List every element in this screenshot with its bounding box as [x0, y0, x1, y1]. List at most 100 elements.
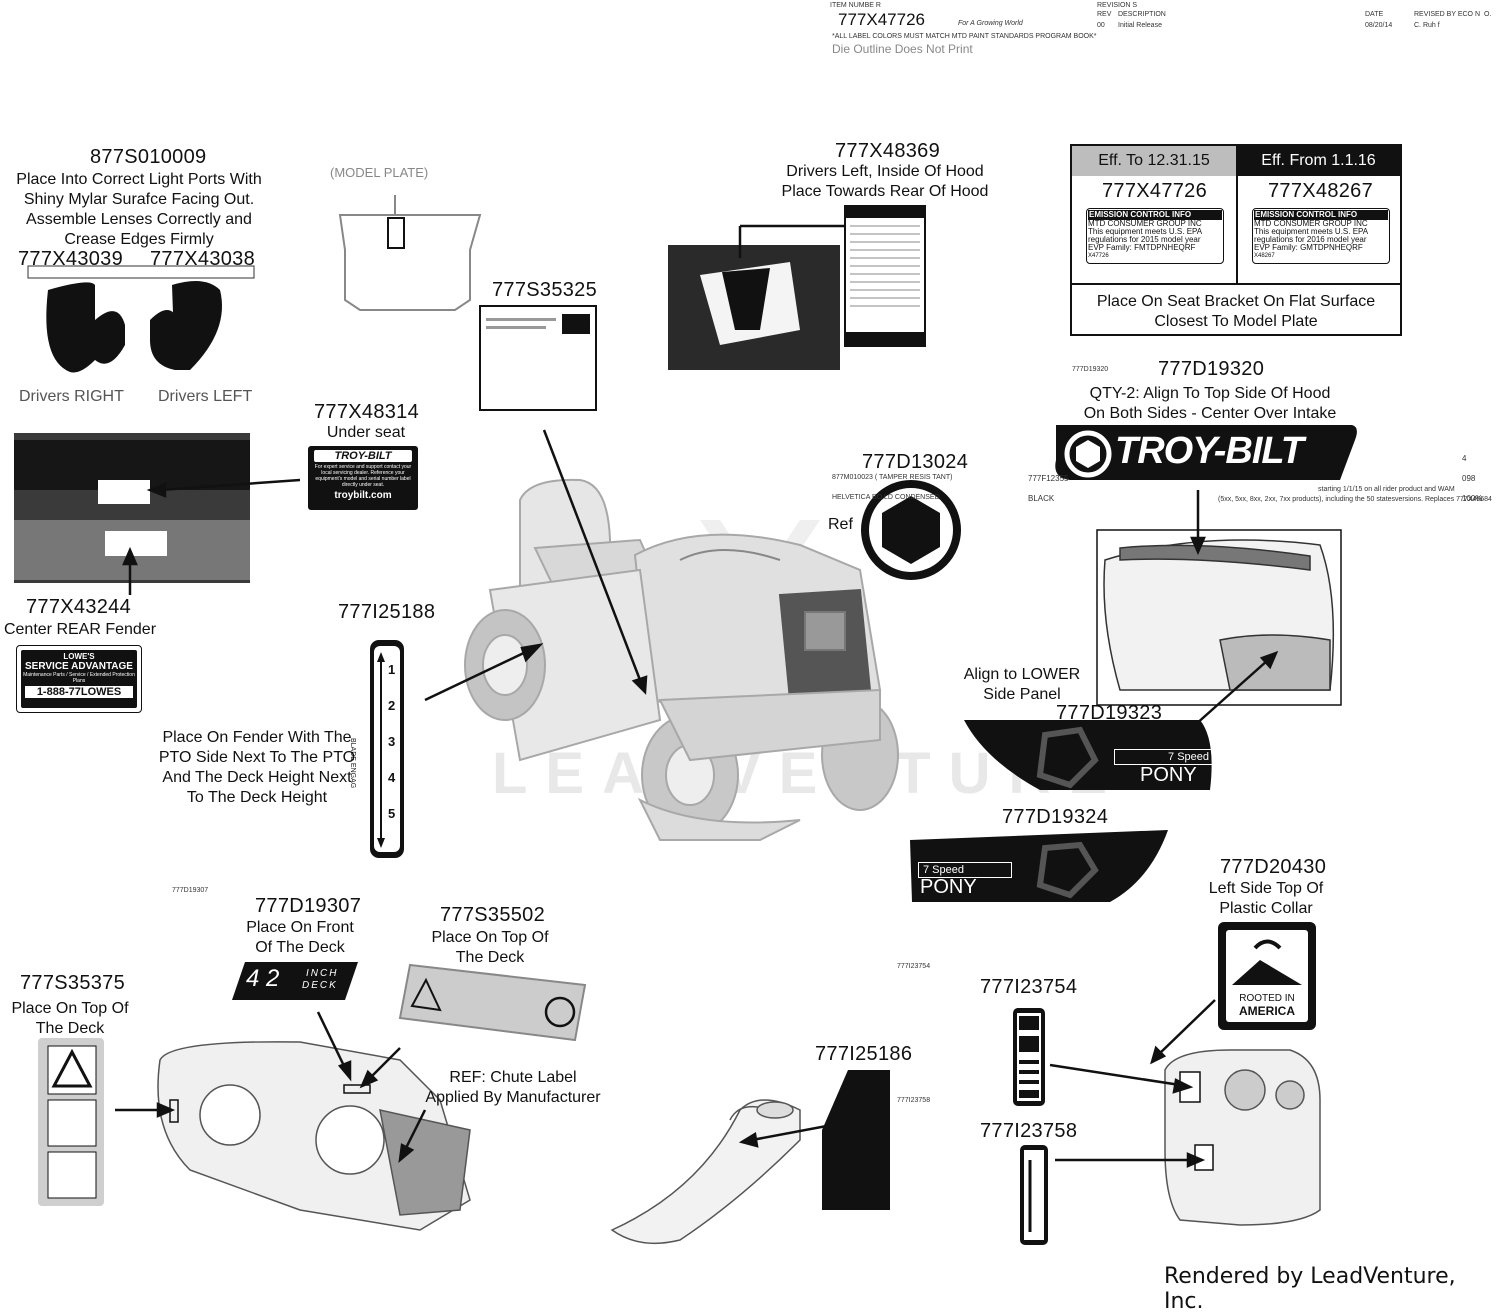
- part-777I23754: 777I23754: [980, 976, 1078, 998]
- desc-777S35375-line1: Place On Top Of: [11, 1000, 129, 1017]
- desc-777D20430-line1: Left Side Top Of: [1208, 880, 1324, 897]
- rev-value: 00: [1097, 22, 1105, 29]
- part-777D19320: 777D19320: [1158, 358, 1265, 380]
- deck-size-badge-shape: [232, 962, 358, 1000]
- desc-877S010009: Place Into Correct Light Ports With Shin…: [16, 171, 262, 248]
- spec-pct: 100%: [1462, 494, 1483, 503]
- side-decal-lower-right: [964, 720, 1212, 790]
- spec-part-777F12355: 777F12355: [1028, 474, 1069, 483]
- revised-by-suffix: O.: [1484, 11, 1492, 18]
- lowes-sub: Maintenance Parts / Service / Extended P…: [23, 672, 135, 684]
- label-model-plate: (MODEL PLATE): [330, 165, 429, 180]
- spec-note2: (5xx, 5xx, 8xx, 2xx, 7xx products), incl…: [1218, 496, 1492, 503]
- footer-credit: Rendered by LeadVenture, Inc.: [1164, 1264, 1456, 1314]
- date-value: 08/20/14: [1365, 22, 1393, 29]
- mower-illustration: [464, 478, 899, 841]
- troybilt-small-brand: TROY-BILT: [314, 450, 412, 462]
- badge-rooted: ROOTED IN: [1239, 993, 1295, 1004]
- rev-label: REV: [1097, 11, 1112, 18]
- desc-777X48314: Under seat: [326, 424, 406, 441]
- tagline: For A Growing World: [958, 20, 1023, 27]
- pto-num-3: 3: [388, 734, 396, 749]
- desc-777X48369-line1: Drivers Left, Inside Of Hood: [786, 163, 984, 180]
- speed-777D19323: 7 Speed: [1114, 749, 1214, 765]
- part-777X47726: 777X47726: [1102, 180, 1208, 202]
- badge-america: AMERICA: [1239, 1004, 1295, 1018]
- colors-note: *ALL LABEL COLORS MUST MATCH MTD PAINT S…: [832, 33, 1097, 40]
- part-777I25188: 777I25188: [338, 601, 436, 623]
- desc-777D19320-line1: QTY-2: Align To Top Side Of Hood: [1089, 385, 1331, 402]
- desc-777S35502-line1: Place On Top Of: [431, 929, 549, 946]
- emission-card-right: EMISSION CONTROL INFO MTD CONSUMER GROUP…: [1252, 208, 1390, 264]
- desc-777S35502-line2: The Deck: [455, 949, 525, 966]
- chute-line1: REF: Chute Label: [449, 1069, 577, 1086]
- spec-label-shape: [844, 205, 926, 347]
- eff-from: Eff. From 1.1.16: [1237, 146, 1400, 176]
- eff-to: Eff. To 12.31.15: [1072, 146, 1236, 176]
- spec-777D13024-2: HELVETICA BO LD CONDENSED: [832, 494, 940, 501]
- deck-warning-label-shape: [398, 963, 587, 1042]
- desc-777D19307-line2: Of The Deck: [255, 939, 345, 956]
- label-drivers-left: Drivers LEFT: [158, 388, 253, 405]
- pto-num-5: 5: [388, 806, 396, 821]
- troybilt-service-label: TROY-BILT For expert service and support…: [308, 446, 418, 510]
- chute-line2: Applied By Manufacturer: [425, 1089, 601, 1106]
- die-note: Die Outline Does Not Print: [832, 42, 973, 56]
- note-777D19307: 777D19307: [172, 887, 209, 894]
- lowes-brand: LOWE'S: [63, 652, 95, 661]
- part-777D19323: 777D19323: [1056, 702, 1163, 724]
- model-777D19323: PONY: [1140, 764, 1197, 786]
- badge-42: 4 2: [246, 965, 280, 992]
- desc-777X43244: Center REAR Fender: [3, 621, 157, 638]
- part-777X43039: 777X43039: [18, 248, 124, 270]
- pto-blade-text: BLADE ENGAG: [349, 738, 356, 789]
- badge-inch: INCH: [306, 968, 339, 979]
- part-777D20430: 777D20430: [1220, 856, 1327, 878]
- date-label: DATE: [1365, 11, 1384, 18]
- spec-count: 4: [1462, 454, 1467, 463]
- troybilt-small-text: For expert service and support contact y…: [314, 464, 412, 488]
- model-777D19324: PONY: [920, 876, 977, 898]
- collar-illustration: [1164, 1049, 1321, 1226]
- part-777D13024: 777D13024: [862, 451, 969, 473]
- leader-arrows: [115, 224, 1279, 1168]
- troybilt-banner: [1055, 425, 1357, 480]
- hex-logo-ring: [861, 480, 961, 580]
- align-lower-line1: Align to LOWER: [963, 666, 1081, 683]
- part-777X48267: 777X48267: [1268, 180, 1374, 202]
- lowes-phone: 1-888-77LOWES: [25, 686, 133, 698]
- troybilt-banner-text: TROY-BILT: [1115, 430, 1304, 472]
- side-decal-lower-left: [910, 830, 1168, 902]
- part-777X48314: 777X48314: [314, 401, 420, 423]
- pto-num-1: 1: [388, 662, 396, 677]
- desc-777S35375-line2: The Deck: [35, 1020, 105, 1037]
- spec-777D13024-1: 877M010023 ( TAMPER RESIS TANT): [832, 474, 953, 481]
- emission-place-line1: Place On Seat Bracket On Flat Surface: [1096, 293, 1376, 310]
- item-number-label: ITEM NUMBE R: [830, 2, 881, 9]
- spec-code: 098: [1462, 474, 1476, 483]
- lens-right-shape: [46, 282, 95, 373]
- lowes-label: LOWE'S SERVICE ADVANTAGE Maintenance Par…: [16, 645, 142, 713]
- desc-777D19307-line1: Place On Front: [246, 919, 354, 936]
- desc-777I25188: Place On Fender With The PTO Side Next T…: [158, 729, 356, 806]
- hood-side-illustration: [1096, 529, 1342, 706]
- part-777X43038: 777X43038: [150, 248, 256, 270]
- ref-777D13024: Ref: [828, 516, 853, 533]
- part-777D19324: 777D19324: [1002, 806, 1109, 828]
- note-777D19320: 777D19320: [1072, 366, 1109, 373]
- lens-left-shape: [172, 281, 222, 370]
- desc-777D20430-line2: Plastic Collar: [1219, 900, 1313, 917]
- spec-note: starting 1/1/15 on all rider product and…: [1318, 486, 1455, 493]
- emission-card-left: EMISSION CONTROL INFO MTD CONSUMER GROUP…: [1086, 208, 1224, 264]
- part-777I23758: 777I23758: [980, 1120, 1078, 1142]
- align-lower-line2: Side Panel: [983, 686, 1061, 703]
- part-777X48369: 777X48369: [835, 140, 941, 162]
- pedal-illustration: [610, 1099, 801, 1245]
- pto-num-2: 2: [388, 698, 396, 713]
- desc-777D19320-line2: On Both Sides - Center Over Intake: [1083, 405, 1337, 422]
- spec-color: BLACK: [1028, 494, 1055, 503]
- item-number: 777X47726: [838, 10, 925, 29]
- emission-place-line2: Closest To Model Plate: [1154, 313, 1318, 330]
- troybilt-small-url: troybilt.com: [334, 490, 392, 501]
